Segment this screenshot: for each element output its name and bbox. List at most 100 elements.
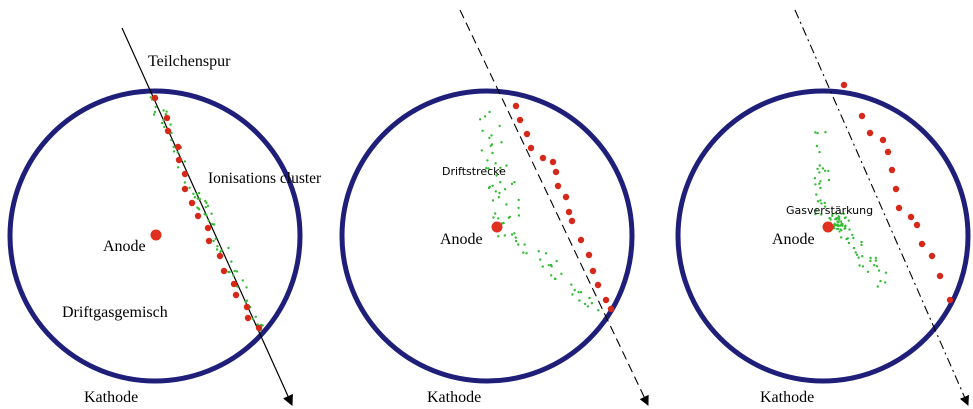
gain-label: Gasverstärkung <box>786 204 873 217</box>
ion-cluster-dot <box>527 144 535 152</box>
ion-cluster-dot <box>840 81 848 89</box>
ion-cluster-dot <box>181 170 189 178</box>
ion-cluster-dot <box>174 143 182 151</box>
electron-dot <box>573 288 576 292</box>
electron-dot <box>204 206 207 209</box>
avalanche-dot <box>838 218 841 221</box>
electron-dot <box>214 237 217 240</box>
electron-dot <box>176 151 179 154</box>
electron-dot <box>495 174 498 177</box>
electron-dot <box>845 237 848 241</box>
electron-dot <box>821 167 825 170</box>
anode-wire <box>822 221 834 233</box>
avalanche-dot <box>844 216 847 219</box>
electron-dot <box>874 256 878 260</box>
ion-cluster-dot <box>181 185 189 193</box>
electron-dot <box>816 131 819 135</box>
electron-dot <box>192 192 195 195</box>
ion-cluster-dot <box>516 116 524 124</box>
electron-dot <box>498 191 501 195</box>
electron-dot <box>153 110 157 114</box>
electron-dot <box>517 243 520 246</box>
electron-dot <box>874 259 877 262</box>
electron-dot <box>823 205 827 208</box>
avalanche-dot <box>837 215 840 218</box>
ion-cluster-dot <box>607 305 615 313</box>
electron-dot <box>884 271 888 274</box>
electron-dot <box>499 169 502 173</box>
avalanche-dot <box>842 212 845 215</box>
ion-cluster-dot <box>594 281 602 289</box>
avalanche-dot <box>843 227 846 230</box>
electron-dot <box>510 182 514 186</box>
electron-dot <box>544 252 548 255</box>
electron-dot <box>570 283 573 286</box>
ion-cluster-dot <box>568 217 576 225</box>
ion-cluster-dot <box>205 237 213 245</box>
electron-dot <box>154 105 157 109</box>
electron-dot <box>537 250 540 253</box>
ion-cluster-dot <box>523 130 531 138</box>
electron-dot <box>816 167 819 171</box>
electron-dot <box>877 269 881 272</box>
electron-dot <box>875 265 879 268</box>
electron-dot <box>183 160 187 163</box>
ion-cluster-dot <box>204 224 212 232</box>
electron-dot <box>818 182 821 185</box>
electron-dot <box>488 110 491 114</box>
electron-dot <box>525 252 528 255</box>
electron-dot <box>814 183 817 186</box>
electron-dot <box>523 243 526 246</box>
electron-dot <box>517 206 520 210</box>
electron-dot <box>251 317 254 321</box>
ion-cluster-dot <box>549 158 557 166</box>
electron-dot <box>149 96 152 99</box>
ion-cluster-dots <box>512 102 615 313</box>
electron-dot <box>483 115 487 118</box>
avalanche-dot <box>833 222 836 225</box>
electron-dot <box>823 201 826 205</box>
electron-dot <box>550 274 553 277</box>
electron-dot <box>162 109 165 112</box>
electron-dot <box>860 243 863 247</box>
electron-dot <box>861 255 864 258</box>
electron-dot <box>855 253 859 256</box>
avalanche-dot <box>847 219 850 222</box>
electron-dot <box>503 188 507 191</box>
electron-dot <box>560 272 563 275</box>
electron-dot <box>513 232 516 235</box>
electron-dot <box>212 239 215 243</box>
electron-dot <box>152 113 156 116</box>
ion-cluster-dot <box>188 199 196 207</box>
electron-dot <box>876 285 879 288</box>
electron-dot <box>869 256 872 260</box>
electron-dot <box>183 181 187 184</box>
electron-dot <box>235 270 239 273</box>
electron-dot <box>818 150 821 154</box>
ion-cluster-dot <box>164 127 172 135</box>
anode-wire <box>150 229 162 241</box>
electron-dot <box>510 233 514 236</box>
electron-dot <box>553 277 557 281</box>
avalanche-dot <box>831 214 834 217</box>
electron-dot <box>210 212 213 215</box>
ion-cluster-dot <box>895 204 903 212</box>
ion-cluster-dot <box>858 112 866 120</box>
electron-dot <box>170 131 173 135</box>
electron-dot <box>490 134 493 137</box>
electron-dots <box>813 131 888 288</box>
ion-cluster-dot <box>565 208 573 216</box>
avalanche-dot <box>829 217 832 220</box>
ion-cluster-dot <box>194 212 202 220</box>
electron-dot <box>522 251 525 254</box>
electron-dot <box>188 186 191 189</box>
electron-dot <box>491 151 494 155</box>
electron-dot <box>230 260 233 263</box>
electron-dot <box>196 197 199 200</box>
electron-dot <box>205 214 208 217</box>
electron-dot <box>245 286 248 289</box>
ion-cluster-dot <box>512 102 520 110</box>
electron-dot <box>857 256 860 259</box>
electron-dot <box>211 222 214 226</box>
